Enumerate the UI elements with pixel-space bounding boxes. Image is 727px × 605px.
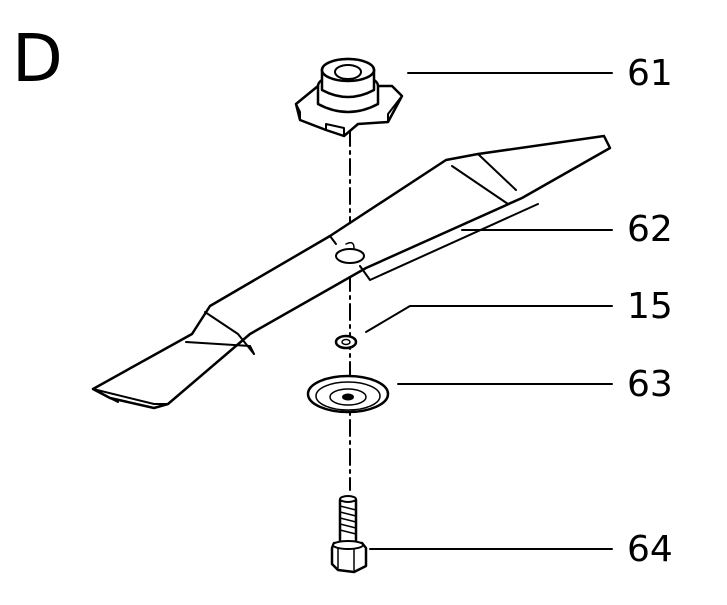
cup-washer-part [306,374,390,414]
section-letter: D [12,20,63,97]
blade-holder-part [294,57,404,138]
callout-62: 62 [627,209,673,250]
callout-15: 15 [627,286,673,327]
leader-15 [365,305,613,333]
lock-washer-part [334,334,358,350]
blade-part [91,134,612,410]
bolt-part [330,495,368,574]
callout-63: 63 [627,364,673,405]
callout-61: 61 [627,53,673,94]
callout-64: 64 [627,529,673,570]
